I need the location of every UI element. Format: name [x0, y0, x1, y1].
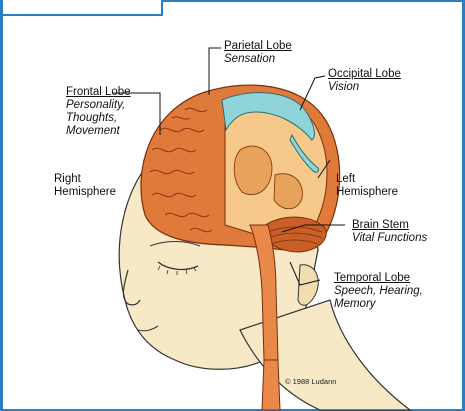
- label-occipital: Occipital Lobe Vision: [328, 68, 401, 94]
- label-left-hemisphere: Left Hemisphere: [336, 173, 398, 199]
- label-parietal-desc: Sensation: [224, 53, 292, 66]
- label-brain-stem: Brain Stem Vital Functions: [352, 219, 427, 245]
- label-temporal-title: Temporal Lobe: [334, 272, 423, 285]
- label-right-hemisphere-line1: Right: [54, 173, 116, 186]
- label-temporal-desc-2: Memory: [334, 298, 423, 311]
- label-left-hemisphere-line1: Left: [336, 173, 398, 186]
- label-frontal-desc-2: Thoughts,: [66, 112, 131, 125]
- label-frontal-title: Frontal Lobe: [66, 86, 131, 99]
- copyright-text: © 1988 Ludann: [285, 377, 336, 386]
- label-right-hemisphere-line2: Hemisphere: [54, 186, 116, 199]
- label-frontal: Frontal Lobe Personality, Thoughts, Move…: [66, 86, 131, 138]
- label-brain-stem-title: Brain Stem: [352, 219, 427, 232]
- label-parietal: Parietal Lobe Sensation: [224, 40, 292, 66]
- label-frontal-desc-3: Movement: [66, 125, 131, 138]
- label-right-hemisphere: Right Hemisphere: [54, 173, 116, 199]
- label-temporal: Temporal Lobe Speech, Hearing, Memory: [334, 272, 423, 311]
- label-occipital-desc: Vision: [328, 81, 401, 94]
- label-parietal-title: Parietal Lobe: [224, 40, 292, 53]
- label-frontal-desc-1: Personality,: [66, 99, 131, 112]
- label-occipital-title: Occipital Lobe: [328, 68, 401, 81]
- label-temporal-desc-1: Speech, Hearing,: [334, 285, 423, 298]
- label-left-hemisphere-line2: Hemisphere: [336, 186, 398, 199]
- label-brain-stem-desc: Vital Functions: [352, 232, 427, 245]
